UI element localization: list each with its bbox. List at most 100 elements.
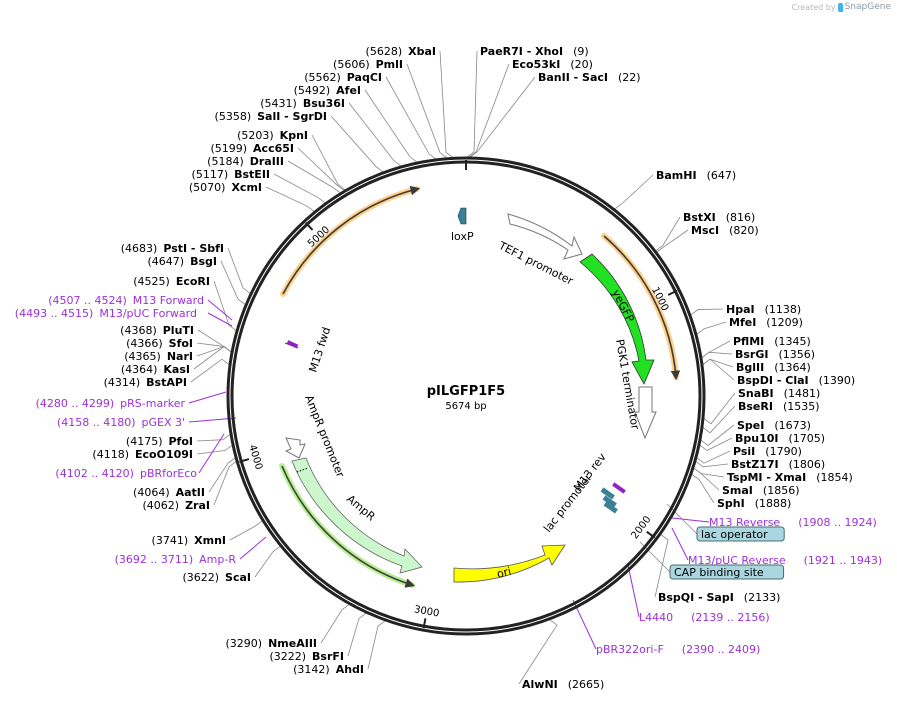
enzyme-position: (4366) xyxy=(126,337,163,350)
enzyme-site[interactable]: (3222)BsrFI xyxy=(269,650,344,663)
primer-site[interactable]: M13 Reverse(1908 .. 1924) xyxy=(709,516,877,529)
enzyme-site[interactable]: (5203)KpnI xyxy=(237,129,308,142)
enzyme-site[interactable]: BspQI - SapI(2133) xyxy=(658,591,780,604)
enzyme-site[interactable]: (4368)PluTI xyxy=(120,324,194,337)
ampr-promoter-feature[interactable] xyxy=(284,437,306,459)
primer-position: (2139 .. 2156) xyxy=(691,611,770,624)
loxp-feature[interactable] xyxy=(457,207,467,225)
enzyme-name: PfoI xyxy=(169,435,194,448)
enzyme-site[interactable]: SmaI(1856) xyxy=(722,484,799,497)
enzyme-name: PstI - SbfI xyxy=(163,242,224,255)
svg-text:(5562)PaqCI: (5562)PaqCI xyxy=(304,71,382,84)
enzyme-site[interactable]: PflMI(1345) xyxy=(733,335,811,348)
enzyme-site[interactable]: (5606)PmlI xyxy=(333,58,403,71)
enzyme-site[interactable]: Bpu10I(1705) xyxy=(735,432,825,445)
enzyme-position: (5562) xyxy=(304,71,341,84)
enzyme-site[interactable]: HpaI(1138) xyxy=(726,303,801,316)
feature-box[interactable]: CAP binding site xyxy=(669,564,785,580)
enzyme-site[interactable]: (5070)XcmI xyxy=(189,181,262,194)
enzyme-site[interactable]: (4366) SfoI xyxy=(126,337,193,350)
enzyme-site[interactable]: MfeI(1209) xyxy=(729,316,803,329)
enzyme-site[interactable]: (5358)SalI - SgrDI xyxy=(215,110,327,123)
enzyme-site[interactable]: (4175)PfoI xyxy=(126,435,193,448)
enzyme-site[interactable]: BanII - SacI(22) xyxy=(538,71,641,84)
svg-text:(5199)Acc65I: (5199)Acc65I xyxy=(210,142,294,155)
primer-site[interactable]: pBR322ori-F(2390 .. 2409) xyxy=(596,643,760,656)
enzyme-site[interactable]: (5199)Acc65I xyxy=(210,142,294,155)
enzyme-name: EcoO109I xyxy=(135,448,193,461)
enzyme-site[interactable]: BseRI(1535) xyxy=(738,400,820,413)
ampr-feature[interactable] xyxy=(291,457,423,574)
enzyme-name: Bpu10I xyxy=(735,432,779,445)
enzyme-name: ZraI xyxy=(185,499,210,512)
primer-site[interactable]: (4507 .. 4524)M13 Forward xyxy=(48,294,204,307)
primer-site[interactable]: M13/pUC Reverse(1921 .. 1943) xyxy=(688,554,882,567)
enzyme-site[interactable]: AlwNI(2665) xyxy=(522,678,604,691)
enzyme-site[interactable]: (3622)ScaI xyxy=(182,571,251,584)
enzyme-site[interactable]: (4525)EcoRI xyxy=(133,275,210,288)
enzyme-site[interactable]: MscI(820) xyxy=(691,224,759,237)
enzyme-site[interactable]: SpeI(1673) xyxy=(737,419,811,432)
lac-region-features[interactable] xyxy=(600,482,626,514)
enzyme-position: (1673) xyxy=(774,419,811,432)
enzyme-site[interactable]: (4647)BsgI xyxy=(148,255,217,268)
primer-position: (4280 .. 4299) xyxy=(36,397,115,410)
enzyme-site[interactable]: SphI(1888) xyxy=(717,497,791,510)
svg-text:(5184)DraIII: (5184)DraIII xyxy=(207,155,284,168)
enzyme-site[interactable]: (4683) PstI - SbfI xyxy=(121,242,224,255)
enzyme-site[interactable]: BglII(1364) xyxy=(736,361,811,374)
enzyme-site[interactable]: (5628)XbaI xyxy=(366,45,436,58)
primer-position: (1921 .. 1943) xyxy=(804,554,883,567)
svg-text:BstXI(816): BstXI(816) xyxy=(683,211,755,224)
enzyme-site[interactable]: (3741)XmnI xyxy=(152,534,226,547)
enzyme-site[interactable]: (5492)AfeI xyxy=(294,84,361,97)
enzyme-site[interactable]: (5562)PaqCI xyxy=(304,71,382,84)
enzyme-site[interactable]: BamHI(647) xyxy=(656,169,736,182)
enzyme-position: (5358) xyxy=(215,110,252,123)
enzyme-site[interactable]: (3290)NmeAIII xyxy=(226,637,318,650)
enzyme-site[interactable]: SnaBI(1481) xyxy=(738,387,820,400)
svg-text:pBR322ori-F(2390 .. 2409): pBR322ori-F(2390 .. 2409) xyxy=(596,643,760,656)
feature-box[interactable]: lac operator xyxy=(696,526,785,542)
primer-site[interactable]: (4493 .. 4515)M13/pUC Forward xyxy=(15,307,197,320)
enzyme-site[interactable]: (3142)AhdI xyxy=(293,663,364,676)
enzyme-name: BspDI - ClaI xyxy=(737,374,809,387)
enzyme-site[interactable]: (4064)AatII xyxy=(133,486,205,499)
enzyme-name: AlwNI xyxy=(522,678,558,691)
enzyme-site[interactable]: (5117)BstEII xyxy=(192,168,270,181)
enzyme-site[interactable]: PsiI(1790) xyxy=(733,445,802,458)
enzyme-site[interactable]: TspMI - XmaI(1854) xyxy=(727,471,853,484)
primer-site[interactable]: L4440(2139 .. 2156) xyxy=(639,611,770,624)
enzyme-position: (820) xyxy=(729,224,759,237)
yegfp-feature[interactable] xyxy=(579,253,655,385)
m13-fwd-primer-site[interactable] xyxy=(284,340,299,349)
enzyme-site[interactable]: BstXI(816) xyxy=(683,211,755,224)
enzyme-site[interactable]: (4118)EcoO109I xyxy=(92,448,193,461)
tef1-promoter-feature[interactable] xyxy=(507,213,583,260)
svg-text:BstZ17I(1806): BstZ17I(1806) xyxy=(731,458,825,471)
enzyme-site[interactable]: BstZ17I(1806) xyxy=(731,458,825,471)
enzyme-site[interactable]: (4314)BstAPI xyxy=(104,376,187,389)
svg-text:BspQI - SapI(2133): BspQI - SapI(2133) xyxy=(658,591,780,604)
enzyme-site[interactable]: (4365)NarI xyxy=(124,350,193,363)
enzyme-site[interactable]: Eco53kI(20) xyxy=(512,58,593,71)
enzyme-name: SfoI xyxy=(169,337,193,350)
ori-feature[interactable] xyxy=(453,544,566,583)
svg-text:M13/pUC Reverse(1921 .. 1943): M13/pUC Reverse(1921 .. 1943) xyxy=(688,554,882,567)
enzyme-site[interactable]: BspDI - ClaI(1390) xyxy=(737,374,855,387)
enzyme-site[interactable]: (4062)ZraI xyxy=(143,499,211,512)
enzyme-site[interactable]: (5184)DraIII xyxy=(207,155,284,168)
primer-site[interactable]: (4158 .. 4180)pGEX 3' xyxy=(57,416,185,429)
enzyme-site[interactable]: BsrGI(1356) xyxy=(735,348,815,361)
enzyme-position: (4683) xyxy=(121,242,158,255)
svg-text:(4507 .. 4524)M13 Forward: (4507 .. 4524)M13 Forward xyxy=(48,294,204,307)
enzyme-site[interactable]: (5431)Bsu36I xyxy=(260,97,345,110)
plasmid-name: pILGFP1F5 xyxy=(427,384,505,399)
enzyme-site[interactable]: (4364)KasI xyxy=(121,363,190,376)
primer-site[interactable]: (4280 .. 4299)pRS-marker xyxy=(36,397,186,410)
enzyme-position: (5199) xyxy=(210,142,247,155)
primer-site[interactable]: (3692 .. 3711)Amp-R xyxy=(115,553,237,566)
pgk1-terminator-feature[interactable] xyxy=(634,386,657,440)
enzyme-site[interactable]: PaeR7I - XhoI(9) xyxy=(480,45,589,58)
primer-site[interactable]: (4102 .. 4120)pBRforEco xyxy=(55,467,197,480)
